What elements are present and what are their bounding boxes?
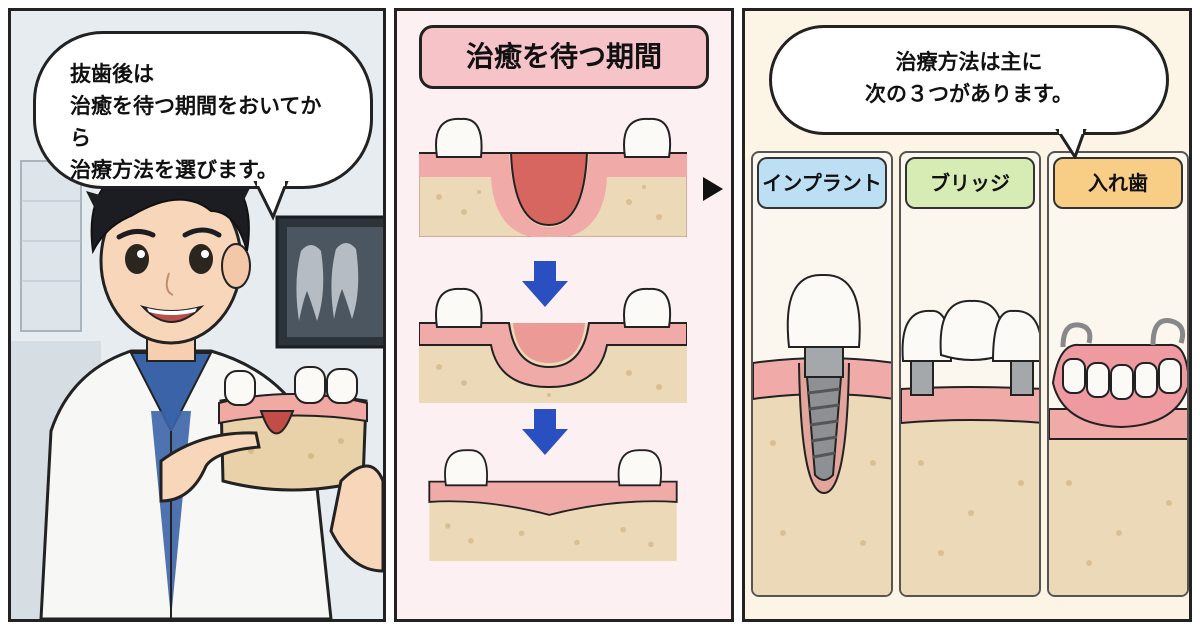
speech-bubble-tail bbox=[1055, 129, 1087, 159]
xray-monitor bbox=[275, 215, 383, 349]
denture-illustration bbox=[1049, 318, 1187, 595]
panel-title: 治癒を待つ期間 bbox=[419, 25, 709, 89]
speech-bubble-dentist: 抜歯後は 治癒を待つ期間をおいてから 治療方法を選びます。 bbox=[33, 31, 373, 189]
healing-stage-3 bbox=[428, 449, 678, 561]
option-bridge: ブリッジ bbox=[899, 151, 1041, 597]
panel-treatment-options: 治療方法は主に 次の３つがあります。 インプラント ブリッジ bbox=[742, 8, 1192, 622]
speech-line-2: 次の３つがあります。 bbox=[865, 82, 1073, 106]
play-arrow-icon bbox=[703, 177, 723, 201]
speech-line-3: 治療方法を選びます。 bbox=[70, 158, 278, 182]
tooth-right bbox=[623, 287, 671, 328]
tooth-right bbox=[623, 117, 671, 158]
panel-dentist: 抜歯後は 治癒を待つ期間をおいてから 治療方法を選びます。 bbox=[8, 8, 386, 622]
option-label-denture: 入れ歯 bbox=[1053, 157, 1183, 209]
bridge-illustration bbox=[901, 299, 1039, 595]
arrow-down-icon bbox=[522, 261, 568, 307]
pointing-hand bbox=[159, 431, 261, 503]
option-implant: インプラント bbox=[751, 151, 893, 597]
panel-healing-period: 治癒を待つ期間 bbox=[394, 8, 734, 622]
tooth-right bbox=[617, 449, 662, 487]
tooth-left bbox=[435, 117, 483, 158]
speech-line-1: 抜歯後は bbox=[70, 62, 154, 86]
holding-hand bbox=[329, 464, 383, 573]
jaw-model bbox=[218, 366, 368, 492]
speech-line-2: 治癒を待つ期間をおいてから bbox=[70, 94, 322, 150]
tooth-left bbox=[435, 287, 483, 328]
implant-illustration bbox=[753, 273, 891, 595]
option-label-bridge: ブリッジ bbox=[905, 157, 1035, 209]
tooth-left bbox=[444, 449, 488, 487]
speech-bubble-tail bbox=[253, 181, 289, 221]
option-denture: 入れ歯 bbox=[1047, 151, 1189, 597]
speech-line-1: 治療方法は主に bbox=[895, 50, 1043, 74]
healing-stage-1 bbox=[419, 117, 687, 237]
arrow-down-icon bbox=[522, 409, 568, 455]
speech-bubble-options: 治療方法は主に 次の３つがあります。 bbox=[769, 25, 1169, 135]
option-label-implant: インプラント bbox=[757, 157, 887, 209]
healing-stage-2 bbox=[419, 287, 687, 403]
